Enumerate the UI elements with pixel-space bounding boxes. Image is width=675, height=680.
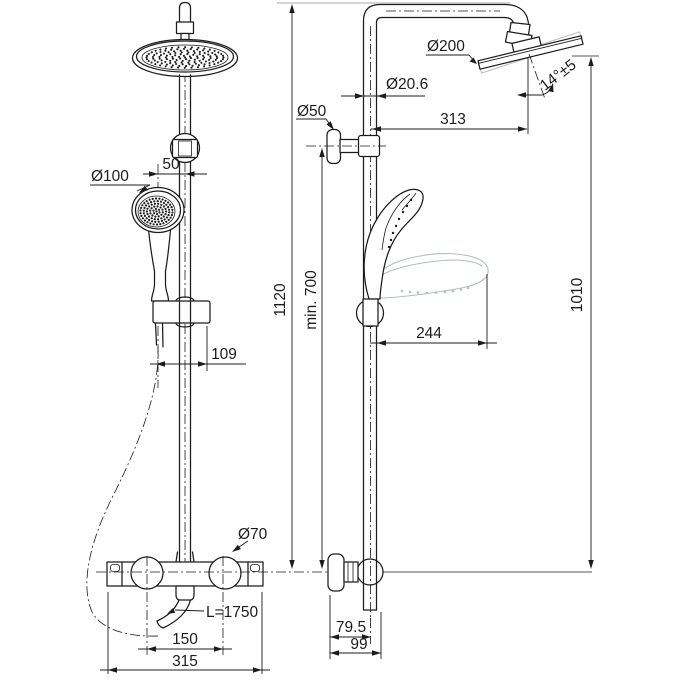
slider-holder-front xyxy=(152,296,211,348)
dim-min-height: min. 700 xyxy=(303,148,325,569)
hose-stub xyxy=(154,322,164,348)
head-connector-front xyxy=(175,1,195,41)
hand-shower-nozzles xyxy=(139,197,174,226)
dim-label-pipe-diameter: Ø20.6 xyxy=(386,76,428,93)
hand-shower-front xyxy=(131,186,185,302)
dim-label-valve-centers: 150 xyxy=(172,631,198,648)
wall-bracket-front xyxy=(169,132,201,164)
dim-label-head-height: 1010 xyxy=(569,277,586,312)
front-view xyxy=(86,1,592,655)
right-knob xyxy=(208,556,242,590)
dim-total-height: 1120 xyxy=(272,4,295,569)
dim-head-height: 1010 xyxy=(569,55,599,569)
dim-label-wall-to-axis: 79.5 xyxy=(336,619,366,636)
dim-head-angle: 14°±5 xyxy=(517,53,580,100)
dim-label-hand-shower-reach: 244 xyxy=(416,325,442,342)
holder-block-side xyxy=(362,298,379,327)
dim-label-head-angle: 14°±5 xyxy=(537,56,580,94)
mixer-valve-front xyxy=(106,551,264,629)
hose-nut xyxy=(175,585,195,601)
dim-label-bracket-diameter: Ø50 xyxy=(297,103,327,120)
hand-shower-ghost-side xyxy=(373,253,489,299)
hand-shower-handle xyxy=(147,228,172,302)
ghost-nozzle-row xyxy=(400,286,470,295)
wall-elbow-side xyxy=(327,553,359,592)
dim-label-wall-depth: 99 xyxy=(350,636,367,653)
side-nozzle-row xyxy=(387,198,413,249)
hose-inner xyxy=(162,599,192,629)
dim-label-hand-shower-diameter: Ø100 xyxy=(91,168,129,185)
dim-label-total-height: 1120 xyxy=(272,283,289,317)
dim-label-head-reach: 313 xyxy=(440,111,466,128)
rain-head-front xyxy=(131,38,239,78)
side-view xyxy=(277,2,584,617)
overhead-arm-side xyxy=(386,3,530,24)
dim-label-hose-length: L=1750 xyxy=(206,604,259,621)
dim-label-hose-offset: 109 xyxy=(211,346,237,363)
dim-label-valve-knob-diameter: Ø70 xyxy=(238,526,268,543)
rain-head-side xyxy=(477,21,584,70)
hand-shower-side xyxy=(355,188,424,328)
wall-bracket-side xyxy=(306,128,386,165)
hose-phantom-curve xyxy=(86,346,159,637)
dim-label-rail-offset: 50 xyxy=(162,156,180,173)
bottom-elbow-ball xyxy=(356,558,384,586)
rain-head-nozzles xyxy=(145,46,225,69)
dim-label-mixer-width: 315 xyxy=(172,653,198,670)
dim-label-min-height: min. 700 xyxy=(303,270,320,330)
dim-label-head-diameter: Ø200 xyxy=(427,38,465,55)
hose-outer xyxy=(156,599,180,622)
